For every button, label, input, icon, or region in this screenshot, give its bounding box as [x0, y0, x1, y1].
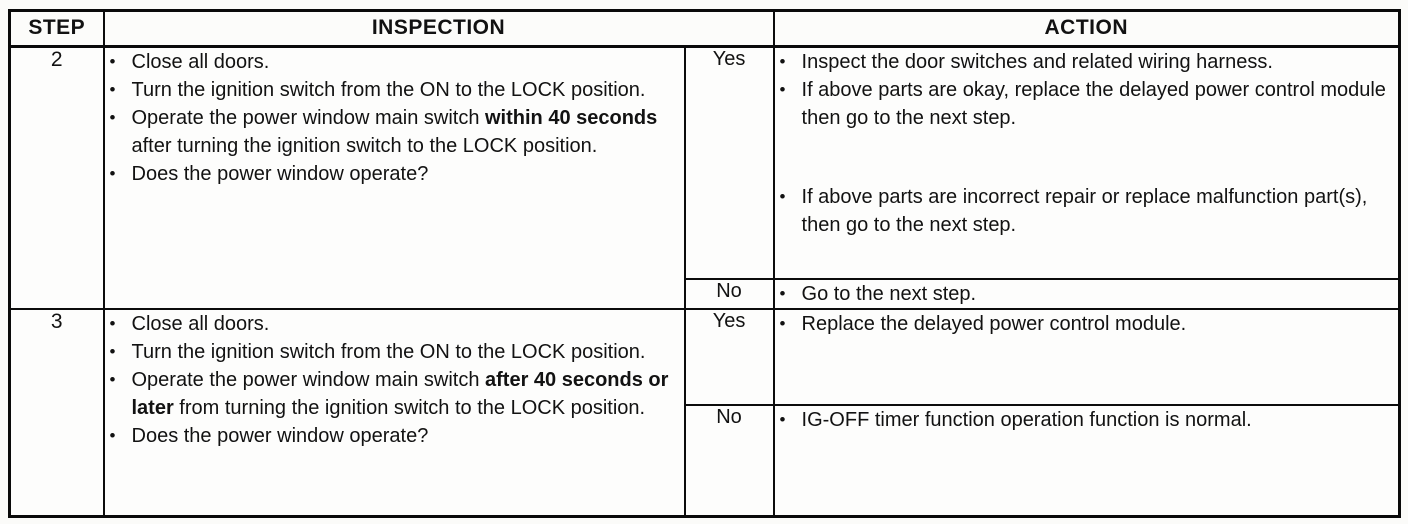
bullet-text: If above parts are okay, replace the del… [801, 79, 1386, 129]
yes-label-cell: Yes [683, 307, 775, 406]
action-no-cell: • Go to the next step. [772, 277, 1401, 310]
bullet-text: If above parts are incorrect repair or r… [801, 186, 1368, 236]
no-label-cell: No [683, 403, 775, 518]
list-item: • Turn the ignition switch from the ON t… [105, 76, 684, 104]
header-action: ACTION [772, 9, 1401, 48]
bullet-text: Replace the delayed power control module… [801, 312, 1187, 335]
list-item: • Replace the delayed power control modu… [775, 310, 1399, 338]
inspection-cell: • Close all doors. • Turn the ignition s… [102, 307, 686, 518]
table-row-step3-no: No • IG-OFF timer function operation fun… [10, 403, 1401, 518]
bullet-text: IG-OFF timer function operation function… [801, 408, 1252, 431]
step-number-cell: 3 [8, 307, 105, 518]
bullet-text: Inspect the door switches and related wi… [801, 51, 1273, 73]
bullet-icon: • [109, 80, 116, 99]
bullet-icon: • [779, 409, 786, 429]
yes-label-cell: Yes [683, 45, 775, 280]
list-item: • Inspect the door switches and related … [775, 48, 1399, 76]
bullet-text: Does the power window operate? [131, 424, 429, 447]
bullet-icon: • [779, 187, 786, 206]
step-number-cell: 2 [8, 45, 105, 310]
bullet-icon: • [109, 425, 116, 445]
bullet-text: Turn the ignition switch from the ON to … [131, 340, 646, 363]
bullet-icon: • [779, 52, 786, 71]
bullet-icon: • [779, 283, 786, 303]
list-item: • Operate the power window main switch a… [105, 366, 684, 422]
action-yes-cell: • Inspect the door switches and related … [772, 45, 1401, 280]
bullet-icon: • [109, 341, 116, 361]
list-item: • Go to the next step. [775, 280, 1399, 308]
list-item: • Operate the power window main switch w… [105, 104, 684, 160]
bullet-icon: • [109, 313, 116, 333]
list-item: • IG-OFF timer function operation functi… [775, 406, 1399, 434]
bullet-icon: • [779, 80, 786, 99]
bullet-text: Close all doors. [131, 312, 270, 335]
list-item: • Turn the ignition switch from the ON t… [105, 338, 684, 366]
list-item: • Close all doors. [105, 48, 684, 76]
bullet-text: Does the power window operate? [131, 163, 429, 185]
inspection-cell: • Close all doors. • Turn the ignition s… [102, 45, 686, 310]
bullet-icon: • [109, 52, 116, 71]
header-step: STEP [8, 9, 105, 48]
bullet-icon: • [109, 164, 116, 183]
list-item: • If above parts are okay, replace the d… [775, 76, 1399, 132]
bullet-text: Operate the power window main switch wit… [131, 107, 658, 157]
bullet-text: Go to the next step. [801, 282, 977, 305]
list-item: • Close all doors. [105, 310, 684, 338]
table-row-step3-yes: 3 • Close all doors. • Turn the ignition… [8, 307, 1401, 518]
bullet-icon: • [109, 108, 116, 127]
action-no-cell: • IG-OFF timer function operation functi… [772, 403, 1401, 518]
bullet-text: Turn the ignition switch from the ON to … [131, 79, 646, 101]
list-item: • Does the power window operate? [105, 422, 684, 450]
list-item: • If above parts are incorrect repair or… [775, 183, 1399, 239]
action-yes-cell: • Replace the delayed power control modu… [772, 307, 1401, 406]
table-row-step2-yes: 2 • Close all doors. • Turn the ignition… [8, 45, 1401, 310]
bullet-icon: • [109, 369, 116, 389]
table-header-row: STEP INSPECTION ACTION [8, 9, 1401, 48]
header-inspection: INSPECTION [102, 9, 775, 48]
bullet-icon: • [779, 313, 786, 333]
troubleshooting-table: STEP INSPECTION ACTION 2 • Close all doo… [8, 9, 1402, 518]
list-item: • Does the power window operate? [105, 160, 684, 188]
bullet-text: Operate the power window main switch aft… [131, 368, 669, 419]
table-row-step2-no: No • Go to the next step. [10, 277, 1401, 310]
no-label-cell: No [683, 277, 775, 310]
bullet-text: Close all doors. [131, 51, 270, 73]
